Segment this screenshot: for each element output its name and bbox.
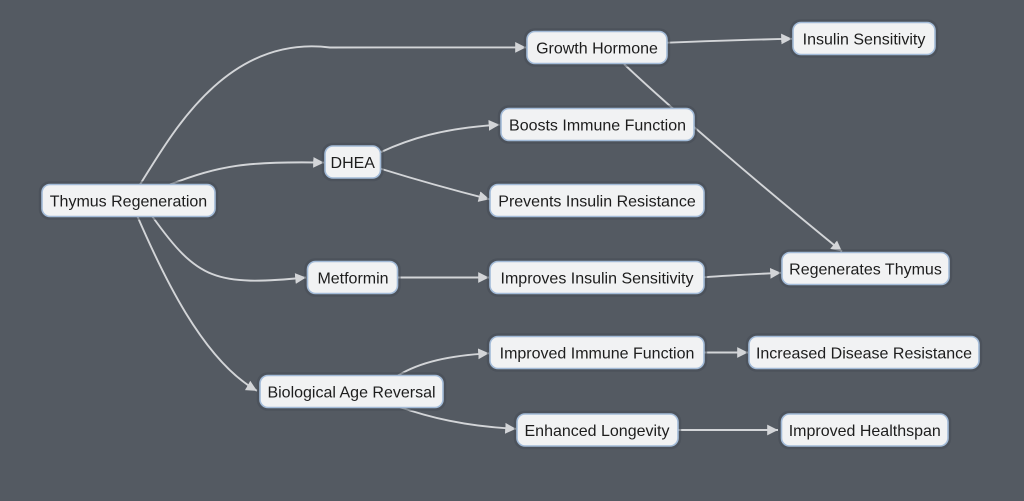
svg-text:Increased Disease Resistance: Increased Disease Resistance [756,346,972,363]
svg-text:DHEA: DHEA [331,155,376,172]
svg-text:Thymus Regeneration: Thymus Regeneration [50,194,207,211]
svg-text:Improved Immune Function: Improved Immune Function [500,346,695,363]
svg-text:Regenerates Thymus: Regenerates Thymus [789,262,942,279]
svg-text:Enhanced Longevity: Enhanced Longevity [525,423,670,440]
svg-text:Insulin Sensitivity: Insulin Sensitivity [803,32,926,49]
svg-text:Improved Healthspan: Improved Healthspan [789,423,941,440]
svg-text:Metformin: Metformin [317,271,388,288]
svg-text:Biological Age Reversal: Biological Age Reversal [267,385,435,402]
svg-text:Boosts Immune Function: Boosts Immune Function [509,118,686,135]
svg-text:Growth Hormone: Growth Hormone [536,41,658,58]
svg-text:Improves Insulin Sensitivity: Improves Insulin Sensitivity [501,271,694,288]
svg-text:Prevents Insulin Resistance: Prevents Insulin Resistance [498,194,696,211]
